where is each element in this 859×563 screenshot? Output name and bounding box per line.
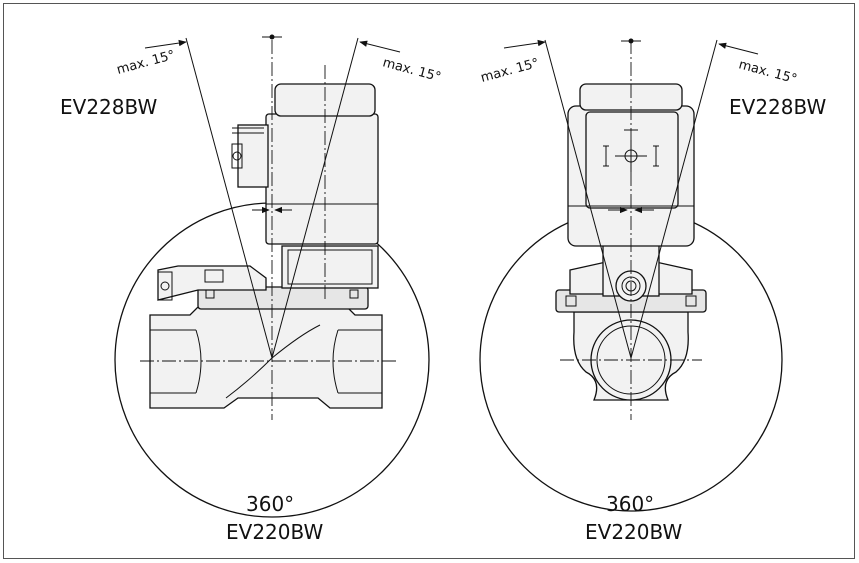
rotation-label: 360° [246, 492, 294, 516]
front-view: max. 15° max. 15° EV228BW 360° EV220BW [479, 38, 827, 544]
tilt-line-right [271, 37, 359, 359]
model-label-top: EV228BW [729, 95, 827, 119]
side-view: max. 15° max. 15° EV228BW 360° EV220BW [60, 34, 442, 544]
tilt-line-right [630, 39, 718, 359]
angle-label-right: max. 15° [381, 55, 442, 85]
model-label-bottom: EV220BW [226, 520, 324, 544]
model-label-top: EV228BW [60, 95, 158, 119]
tilt-line-left [544, 39, 632, 359]
angle-label-left: max. 15° [479, 56, 540, 86]
diagram-frame [3, 3, 855, 559]
angle-arrow-right [359, 40, 401, 53]
angle-arrow-left [503, 39, 546, 49]
angle-label-right: max. 15° [737, 57, 798, 87]
angle-arrow-right [718, 42, 759, 55]
rotation-label: 360° [606, 492, 654, 516]
model-label-bottom: EV220BW [585, 520, 683, 544]
angle-arrow-left [144, 39, 187, 49]
valve-body-side [149, 83, 383, 409]
angle-label-left: max. 15° [115, 48, 176, 78]
tilt-line-left [185, 37, 273, 359]
